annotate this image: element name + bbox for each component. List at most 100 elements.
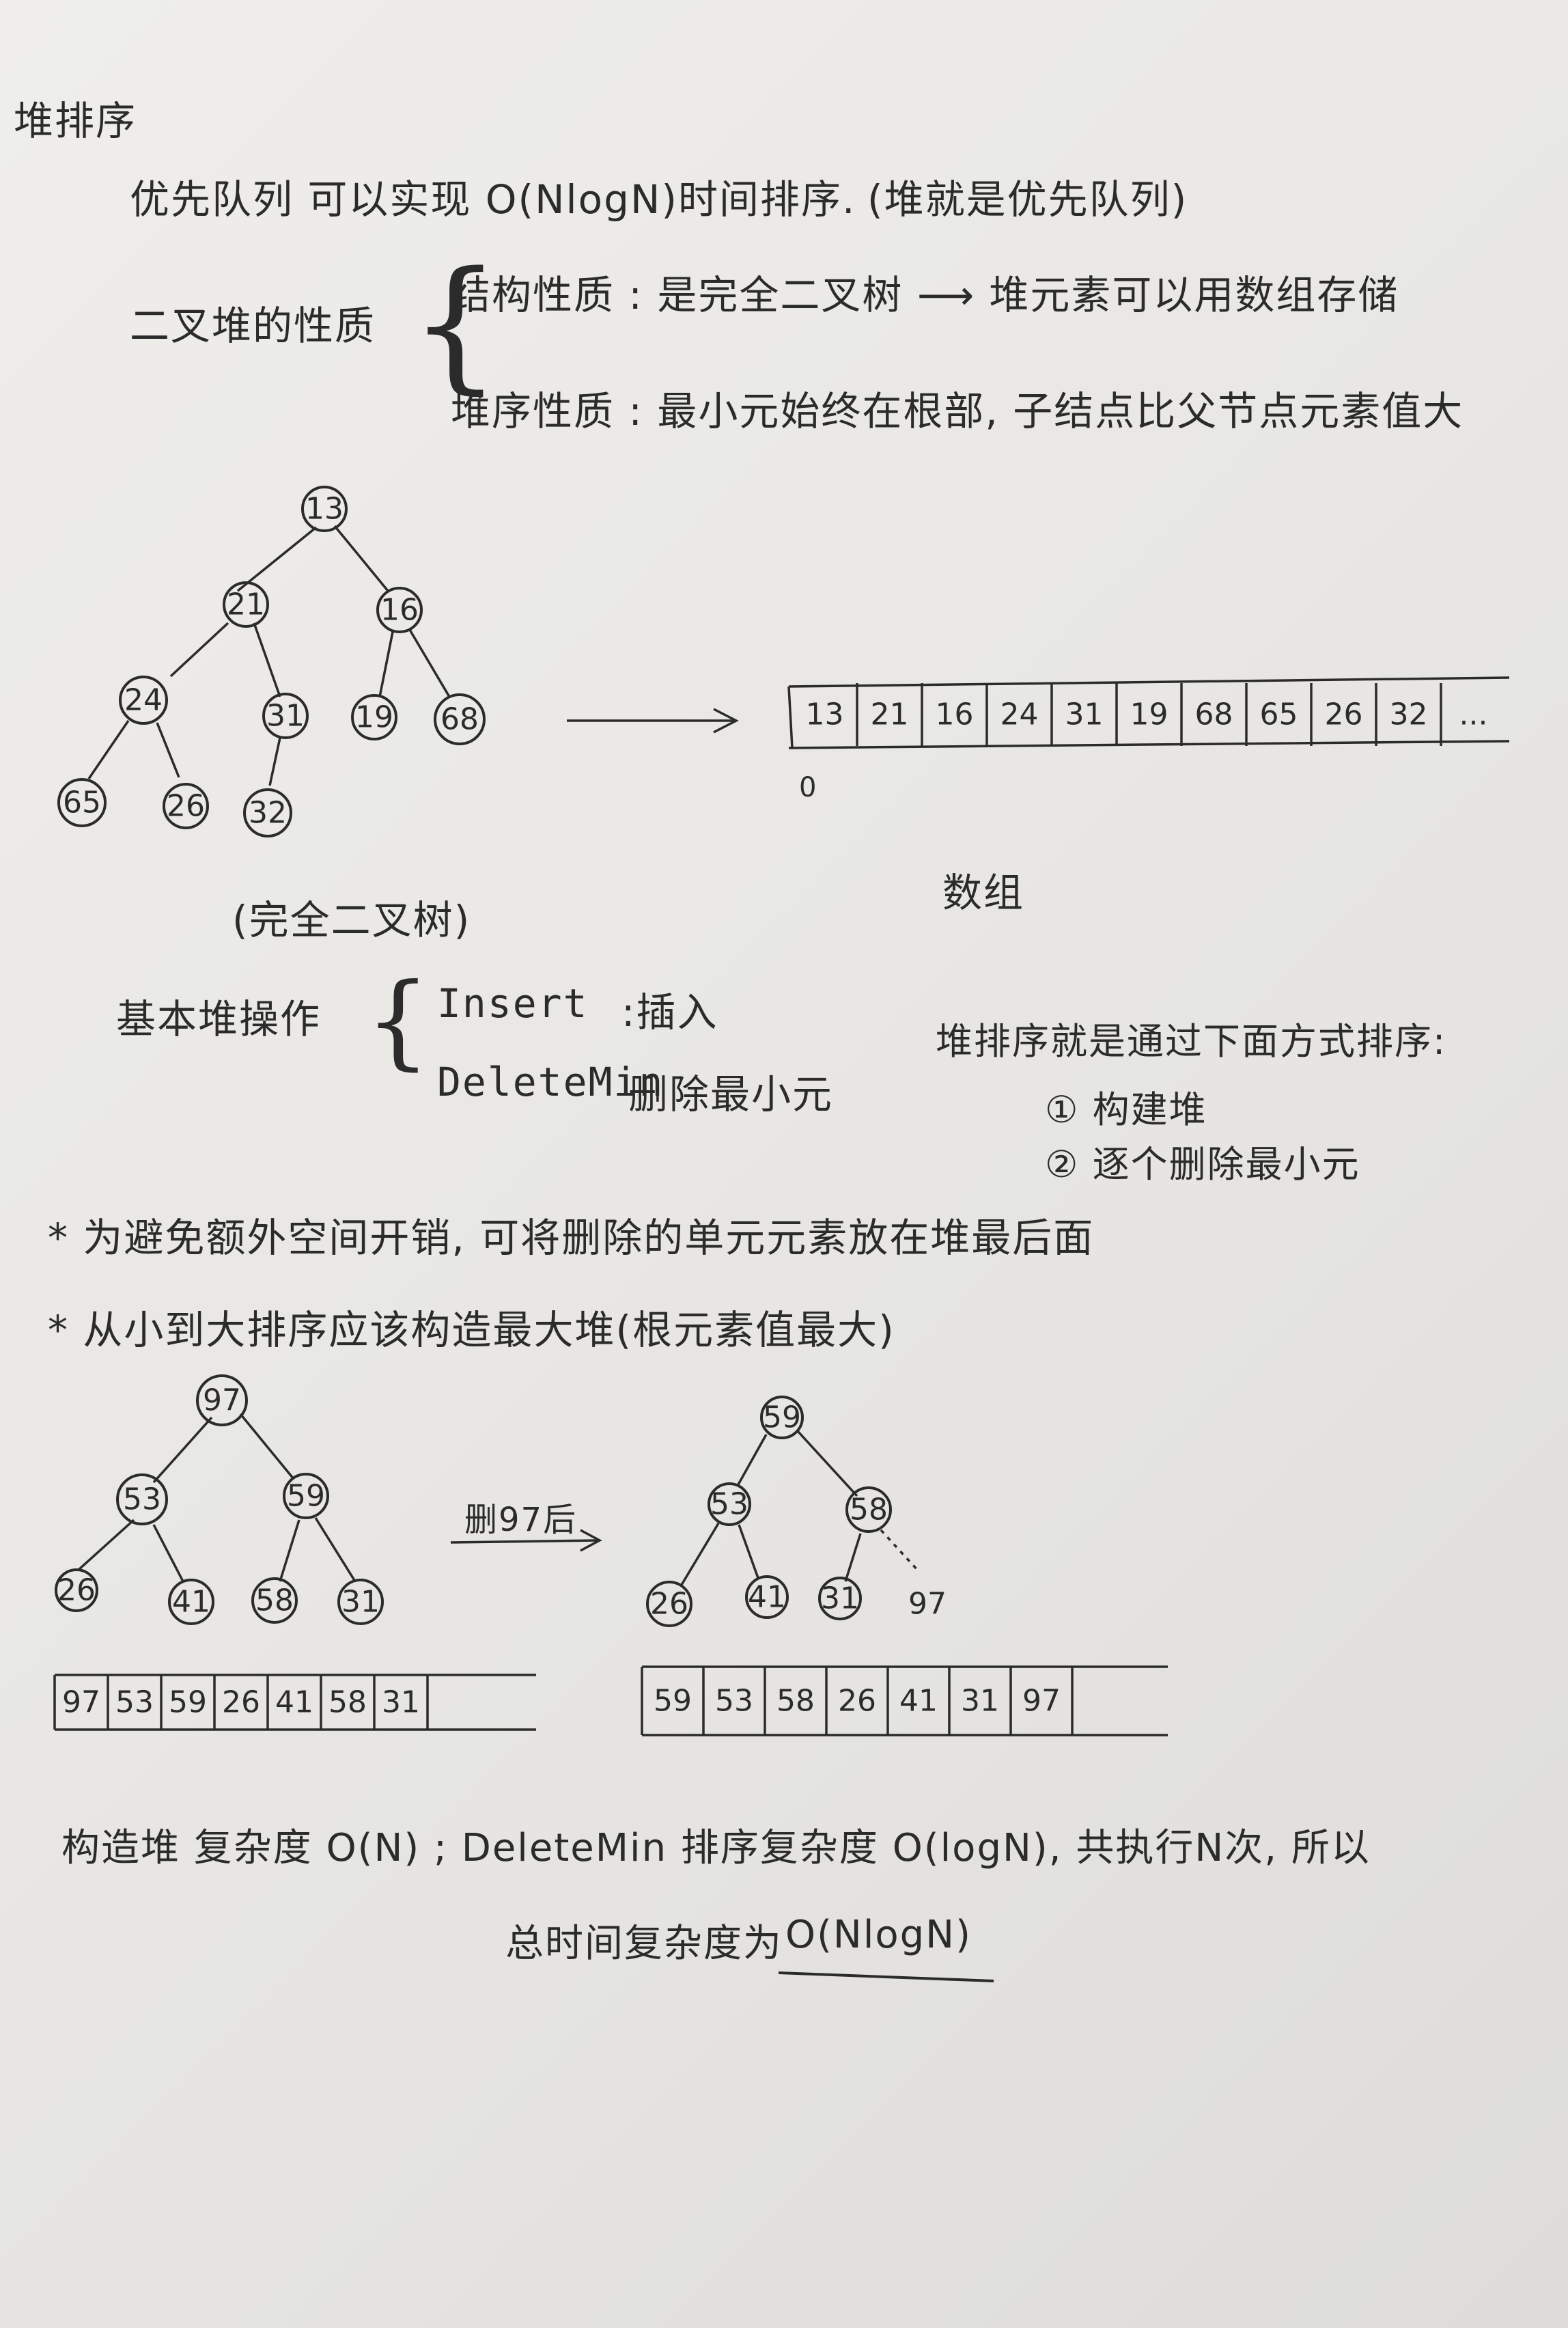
tree3-node: 59 [760,1396,804,1439]
tree1-edges [87,525,451,786]
svg-text:26: 26 [650,1587,688,1622]
heapsort-step1: ① 构建堆 [1045,1088,1207,1131]
note-1: * 为避免额外空间开销, 可将删除的单元元素放在堆最后面 [48,1215,1095,1261]
array2-cell: 31 [382,1675,429,1730]
array3-value: 31 [961,1684,999,1719]
array1-cell: 68 [1195,683,1248,746]
array2-cell: 53 [115,1675,163,1730]
tree1-node: 16 [376,587,423,633]
array1-cell: 26 [1325,683,1377,746]
tree2-node: 97 [196,1374,248,1426]
page-title: 堆排序 [14,98,137,144]
tree2-node: 26 [55,1568,98,1612]
tree1-node: 65 [57,778,107,827]
array2-value: 97 [62,1685,100,1720]
array3-cell: 58 [776,1667,828,1735]
tree3-node: 31 [818,1577,862,1620]
intro-text: 优先队列 可以实现 O(NlogN)时间排序. [130,176,856,223]
tree1-node: 32 [243,788,292,837]
tree3-removed-node: 97 [908,1587,947,1622]
svg-text:26: 26 [167,789,205,824]
svg-text:26: 26 [57,1573,96,1608]
array3-cell: 31 [961,1667,1012,1735]
complexity-prefix: 总时间复杂度为 [505,1922,783,1966]
svg-text:58: 58 [850,1493,888,1527]
array3-cell: 41 [899,1667,951,1735]
tree1-node: 21 [223,581,269,628]
array2-value: 58 [328,1685,367,1720]
svg-text:53: 53 [710,1487,748,1522]
array1-caption: 数组 [942,870,1025,916]
array2-cell: 41 [275,1675,322,1730]
tree3-node: 53 [708,1482,751,1526]
array1-cell: ... [1459,697,1488,732]
structure-property: 结构性质 : 是完全二叉树 ⟶ 堆元素可以用数组存储 [451,272,1399,318]
complexity-line1: 构造堆 复杂度 O(N) ; DeleteMin 排序复杂度 O(logN), … [61,1826,1371,1870]
array1-value: 31 [1065,697,1104,732]
tree1-node: 26 [163,783,209,829]
svg-text:97: 97 [203,1383,241,1418]
svg-text:65: 65 [63,786,101,820]
svg-text:59: 59 [763,1400,801,1435]
tree3-edges [680,1430,920,1585]
tree3-nodes: 59 53 58 26 41 31 97 [646,1396,947,1627]
svg-text:16: 16 [380,593,419,628]
tree2-nodes: 97 53 59 26 41 58 31 [55,1374,384,1625]
array1-cell: 19 [1130,683,1183,746]
note-2: * 从小到大排序应该构造最大堆(根元素值最大) [48,1307,895,1353]
array2-value: 31 [382,1685,420,1720]
array1-cell: 16 [936,683,988,746]
array1-value: 32 [1390,697,1428,732]
svg-text:31: 31 [266,699,305,734]
svg-text:32: 32 [249,796,287,831]
tree1-node: 13 [301,486,348,532]
array1-cell: 13 [806,683,858,746]
delete-label: 删97后 [464,1501,578,1539]
array1-value: 26 [1325,697,1363,732]
array3-value: 59 [654,1684,692,1719]
array1-value: 13 [806,697,844,732]
complexity-result: O(NlogN) [785,1913,972,1957]
insert-op: Insert [437,980,589,1027]
tree1-node: 68 [434,693,486,745]
intro-note: (堆就是优先队列) [867,176,1188,223]
array1-value: 21 [871,697,909,732]
array1-value: 16 [936,697,974,732]
svg-text:68: 68 [440,702,479,737]
array3-cell: 59 [654,1667,705,1735]
insert-desc: :插入 [621,989,718,1036]
tree1-nodes: 13 21 16 24 31 19 68 65 26 32 [57,486,486,837]
array3-cell: 53 [715,1667,766,1735]
array1-cell: 65 [1260,683,1313,746]
array2-cell: 97 [62,1675,109,1730]
delete-arrow [450,1529,602,1552]
tree2-node: 58 [251,1577,298,1624]
array3-value: 41 [899,1684,938,1719]
deletemin-op: DeleteMin [437,1059,664,1105]
array1-value: 19 [1130,697,1168,732]
svg-text:53: 53 [123,1482,161,1517]
array3-value: 58 [776,1684,815,1719]
array1-cell: 31 [1065,683,1118,746]
svg-text:41: 41 [172,1585,210,1620]
tree3-node: 41 [745,1575,789,1619]
array2-value: 53 [115,1685,154,1720]
array1-value: ... [1459,697,1488,732]
heapsort-line: 堆排序就是通过下面方式排序: [936,1020,1447,1063]
deletemin-desc: 删除最小元 [628,1071,834,1118]
array2-cell: 26 [222,1675,269,1730]
arrow-to-array [567,708,739,734]
heapsort-step2: ② 逐个删除最小元 [1045,1143,1360,1186]
array1-value: 24 [1000,697,1039,732]
svg-text:19: 19 [355,700,393,735]
array3-cell: 26 [838,1667,889,1735]
array3-value: 26 [838,1684,876,1719]
tree1-caption: (完全二叉树) [232,897,471,943]
array2-value: 41 [275,1685,313,1720]
tree2-node: 41 [168,1579,214,1625]
tree1-node: 19 [351,694,397,740]
